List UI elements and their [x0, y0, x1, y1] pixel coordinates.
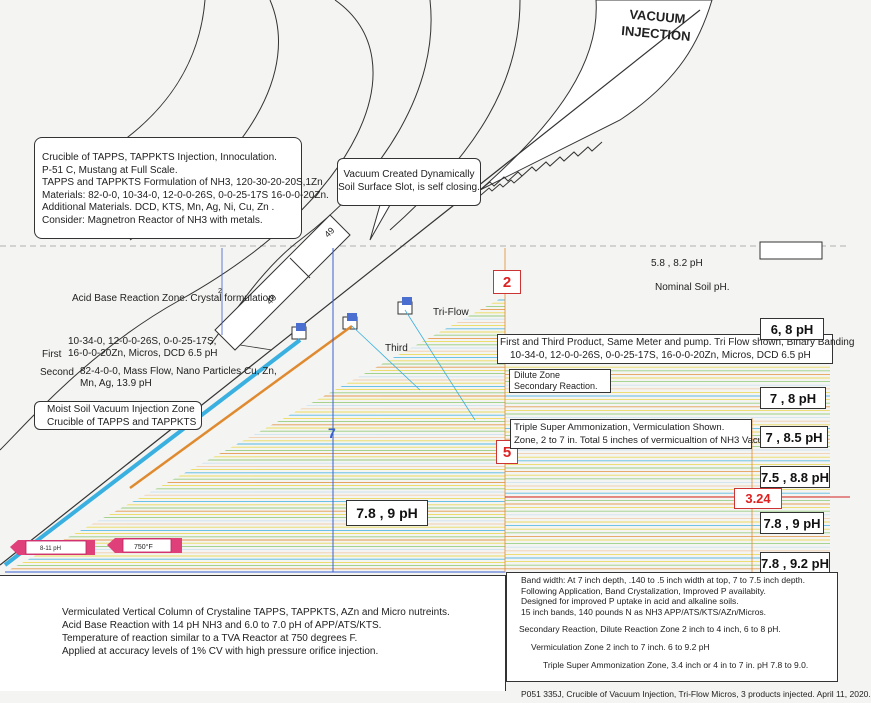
first-product-line2: 16-0-0-20Zn, Micros, DCD 6.5 pH: [68, 348, 218, 359]
slot-edge-line: [0, 9, 701, 566]
moist-soil-line: Moist Soil Vacuum Injection Zone: [47, 404, 195, 415]
red-depth-top: 2: [493, 270, 521, 294]
crucible-line: P-51 C, Mustang at Full Scale.: [42, 164, 178, 176]
crucible-connector: [239, 344, 273, 351]
ph-box: 7.8 , 9 pH: [760, 512, 824, 534]
injector-arm: [214, 214, 351, 351]
bottom-note: Temperature of reaction similar to a TVA…: [62, 633, 358, 644]
third-label: Third: [385, 343, 408, 354]
orange-band: [129, 324, 353, 490]
dilute-line: Secondary Reaction.: [514, 381, 598, 391]
crucible-line: Materials: 82-0-0, 10-34-0, 12-0-0-26S, …: [42, 189, 329, 201]
injector-arm-divider: [289, 257, 311, 279]
dilute-box: Dilute Zone Secondary Reaction.: [509, 369, 611, 393]
triple-box: Triple Super Ammonization, Vermiculation…: [510, 419, 779, 449]
spray-line: [404, 309, 476, 421]
second-product-line2: Mn, Ag, 13.9 pH: [80, 378, 152, 389]
ph-box: 7 , 8.5 pH: [760, 426, 828, 448]
dilute-line: Dilute Zone: [514, 370, 561, 380]
second-product-line1: 82-4-0-0, Mass Flow, Nano Particles Cu, …: [80, 366, 277, 377]
footer-caption: P051 335J, Crucible of Vacuum Injection,…: [521, 689, 871, 699]
triple-line: Triple Super Ammonization, Vermiculation…: [514, 422, 725, 433]
bandwidth-note: 15 inch bands, 140 pounds N as NH3 APP/A…: [521, 606, 767, 617]
bottom-left-panel: Vermiculated Vertical Column of Crystali…: [0, 575, 506, 691]
acid-base-zone-label: Acid Base Reaction Zone. Crystal formula…: [72, 293, 274, 304]
second-product-prefix: Second: [40, 367, 74, 378]
red-value-box: 3.24: [734, 488, 782, 509]
crucible-info-box: Crucible of TAPPS, TAPPKTS Injection, In…: [34, 137, 329, 239]
vacuum-callout-line: Soil Surface Slot, is self closing.: [338, 181, 480, 193]
soil-ph-label: Nominal Soil pH.: [655, 282, 730, 293]
crucible-line: TAPPS and TAPPKTS Formulation of NH3, 12…: [42, 177, 323, 188]
disc-outline-left: [109, 0, 206, 151]
nozzle-icon: [397, 297, 413, 315]
bottom-note: Vermiculated Vertical Column of Crystali…: [62, 607, 450, 618]
blade-serration: [479, 141, 603, 191]
ph-box: 7 , 8 pH: [760, 387, 826, 409]
bandwidth-note: Band width: At 7 inch depth, .140 to .5 …: [521, 575, 805, 585]
bandwidth-panel: Band width: At 7 inch depth, .140 to .5 …: [506, 572, 838, 682]
moist-soil-line: Crucible of TAPPS and TAPPKTS: [47, 416, 197, 428]
ph-box: 7.8 , 9.2 pH: [760, 552, 830, 574]
depth-7-label: 7: [328, 425, 336, 441]
zone-note: Vermiculation Zone 2 inch to 7 inch. 6 t…: [531, 642, 710, 652]
soil-ph-range: 5.8 , 8.2 pH: [651, 258, 703, 269]
crucible-line: Consider: Magnetron Reactor of NH3 with …: [42, 214, 263, 226]
first-product-prefix: First: [42, 349, 62, 360]
first-third-line2: 10-34-0, 12-0-0-26S, 0-0-25-17S, 16-0-0-…: [510, 349, 811, 361]
zone-note: Triple Super Ammonization Zone, 3.4 inch…: [543, 660, 809, 670]
ph-box: 7.5 , 8.8 pH: [760, 466, 830, 488]
vacuum-callout-line: Vacuum Created Dynamically: [343, 169, 475, 180]
zone-note: Secondary Reaction, Dilute Reaction Zone…: [519, 624, 781, 634]
temp-tag-2: 750°F: [107, 538, 182, 553]
nozzle-icon: [291, 323, 307, 340]
crucible-line: Crucible of TAPPS, TAPPKTS Injection, In…: [42, 152, 277, 163]
spray-line: [351, 325, 421, 391]
ph-box: 6, 8 pH: [760, 318, 824, 340]
center-ph-box: 7.8 , 9 pH: [346, 500, 428, 526]
temp-tag-1: 8-11 pH: [10, 540, 95, 555]
nominal-soil-box: [759, 241, 823, 260]
crucible-line: Additional Materials. DCD, KTS, Mn, Ag, …: [42, 202, 275, 213]
svg-text:8-11 pH: 8-11 pH: [40, 546, 61, 552]
moist-soil-box: Moist Soil Vacuum Injection Zone Crucibl…: [34, 401, 202, 430]
bottom-note: Applied at accuracy levels of 1% CV with…: [62, 646, 379, 657]
callout-pointer: [369, 204, 391, 241]
bandwidth-note: Following Application, Band Crystalizati…: [521, 585, 766, 596]
vacuum-callout-box: Vacuum Created Dynamically Soil Surface …: [337, 158, 481, 206]
first-product-line1: 10-34-0, 12-0-0-26S, 0-0-25-17S,: [68, 336, 217, 347]
svg-text:750°F: 750°F: [134, 543, 153, 551]
depth-2-label: 2: [218, 288, 222, 295]
bandwidth-note: Designed for improved P uptake in acid a…: [521, 596, 739, 606]
cyan-band: [3, 338, 302, 567]
first-third-line1: First and Third Product, Same Meter and …: [500, 337, 855, 348]
tri-flow-label: Tri-Flow: [433, 307, 469, 318]
triple-line: Zone, 2 to 7 in. Total 5 inches of vermi…: [514, 434, 779, 446]
bottom-note: Acid Base Reaction with 14 pH NH3 and 6.…: [62, 620, 382, 631]
vacuum-injection-title: VACUUM INJECTION: [621, 5, 693, 45]
